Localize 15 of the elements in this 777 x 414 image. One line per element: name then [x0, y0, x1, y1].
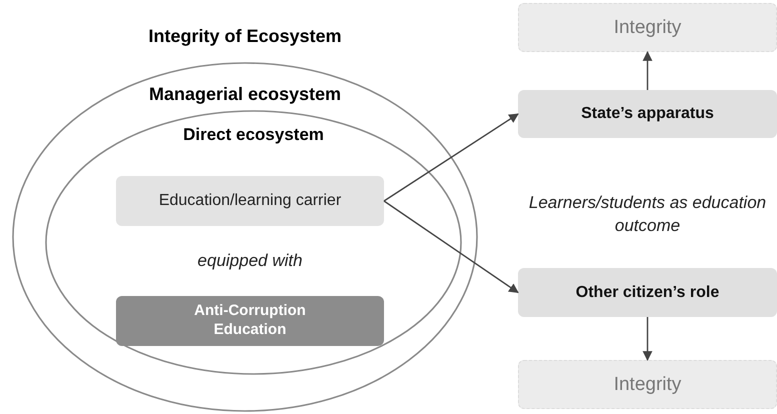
note-text: equipped with	[196, 250, 304, 272]
ecosystem-heading: Direct ecosystem	[182, 125, 325, 145]
process-box: Education/learning carrier	[116, 176, 384, 226]
note-text: Learners/students as education outcome	[528, 192, 768, 237]
arrow	[384, 113, 519, 202]
arrow	[642, 317, 652, 361]
arrow	[642, 51, 652, 90]
outcome-box: Integrity	[518, 360, 777, 409]
arrow	[384, 200, 519, 294]
process-box: Other citizen’s role	[518, 268, 777, 317]
ecosystem-heading: Managerial ecosystem	[148, 84, 342, 105]
process-box: State’s apparatus	[518, 90, 777, 138]
diagram-title: Integrity of Ecosystem	[147, 26, 343, 47]
outcome-box: Integrity	[518, 3, 777, 52]
process-box: Anti-Corruption Education	[116, 296, 384, 346]
